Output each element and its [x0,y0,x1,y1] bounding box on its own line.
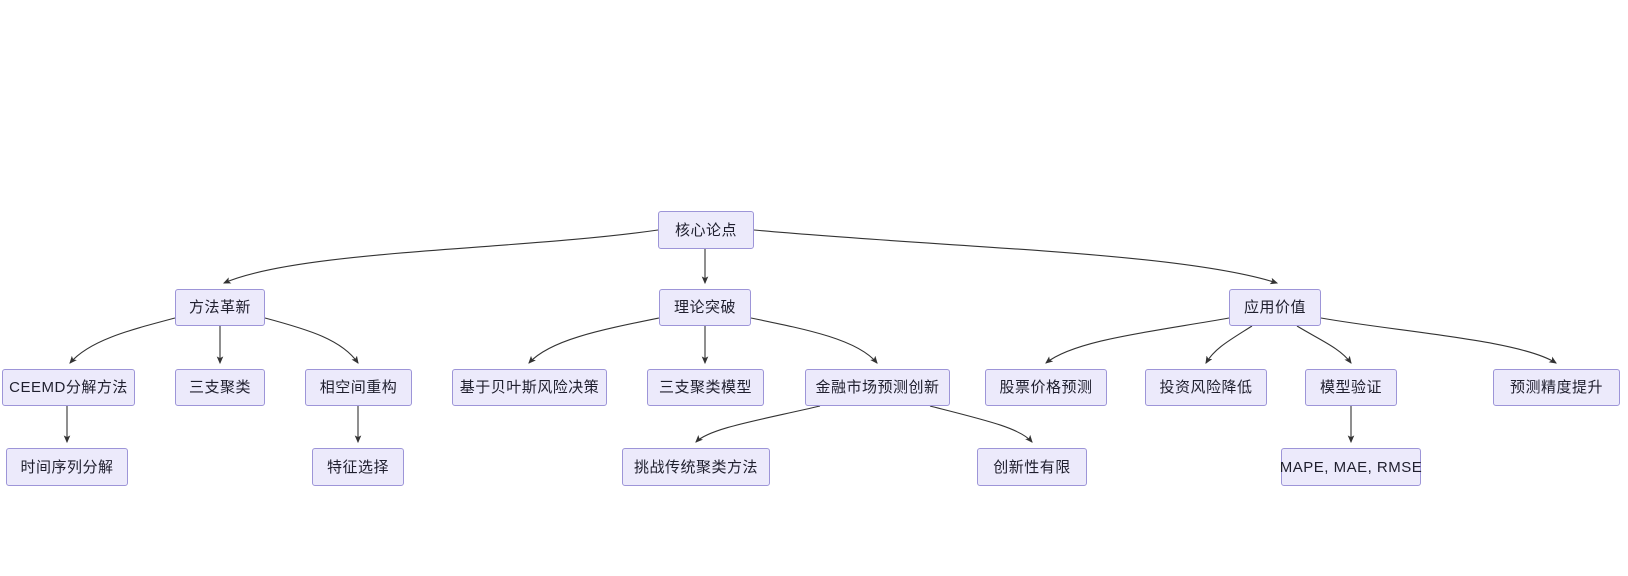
node-label: 挑战传统聚类方法 [634,458,759,476]
node-label: 预测精度提升 [1509,379,1603,396]
node-l3b[interactable]: 特征选择 [312,448,404,486]
node-l1b[interactable]: 理论突破 [659,289,751,326]
node-l3e[interactable]: MAPE, MAE, RMSE [1280,448,1422,486]
node-l3a[interactable]: 时间序列分解 [6,448,128,486]
node-label: 三支聚类模型 [659,379,753,396]
node-root[interactable]: 核心论点 [658,211,754,249]
node-label: MAPE, MAE, RMSE [1279,458,1423,476]
node-l1a[interactable]: 方法革新 [175,289,265,326]
node-label: 特征选择 [327,458,390,476]
node-l2j[interactable]: 预测精度提升 [1493,369,1620,406]
node-l3d[interactable]: 创新性有限 [977,448,1087,486]
node-l2h[interactable]: 投资风险降低 [1145,369,1267,406]
node-label: 模型验证 [1320,379,1383,396]
node-label: 时间序列分解 [20,458,114,476]
node-l2c[interactable]: 相空间重构 [305,369,412,406]
node-label: 金融市场预测创新 [815,379,940,396]
node-l1c[interactable]: 应用价值 [1229,289,1321,326]
node-l2e[interactable]: 三支聚类模型 [647,369,764,406]
node-label: 相空间重构 [319,379,398,396]
node-label: 三支聚类 [189,379,252,396]
node-l2f[interactable]: 金融市场预测创新 [805,369,950,406]
node-l2a[interactable]: CEEMD分解方法 [2,369,135,406]
node-label: 方法革新 [189,299,252,316]
node-l2g[interactable]: 股票价格预测 [985,369,1107,406]
node-label: 投资风险降低 [1159,379,1253,396]
node-label: 理论突破 [674,299,737,316]
node-l3c[interactable]: 挑战传统聚类方法 [622,448,770,486]
node-l2b[interactable]: 三支聚类 [175,369,265,406]
node-label: 应用价值 [1244,299,1307,316]
node-l2i[interactable]: 模型验证 [1305,369,1397,406]
node-label: 核心论点 [674,221,737,239]
node-label: 基于贝叶斯风险决策 [459,379,600,396]
node-label: 创新性有限 [993,458,1071,476]
node-label: 股票价格预测 [999,379,1093,396]
node-label: CEEMD分解方法 [9,379,128,396]
node-l2d[interactable]: 基于贝叶斯风险决策 [452,369,607,406]
